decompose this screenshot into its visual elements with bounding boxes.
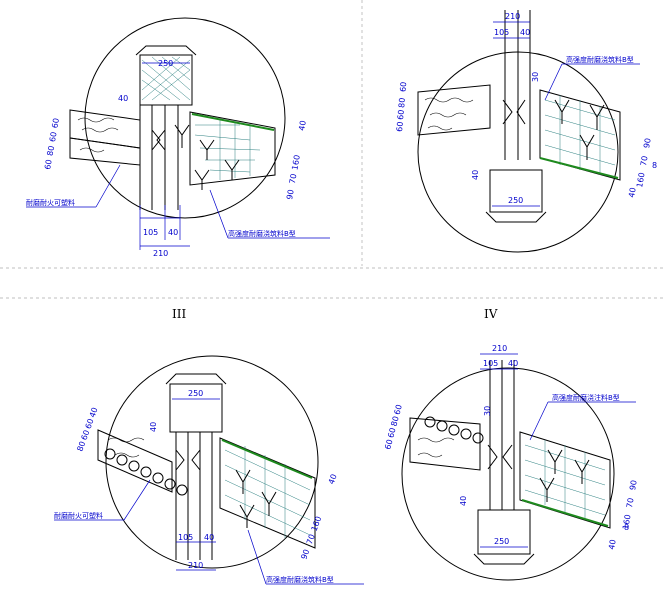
left-stack-3: 80 (389, 415, 400, 427)
panel-1: 250 40 105 40 210 60 80 (26, 17, 330, 258)
left-stack-4: 60 (399, 81, 409, 92)
chimney-duct (135, 45, 197, 106)
dim-210: 210 (153, 249, 168, 258)
label-castable-b: 高强度耐磨浇注料B型 (552, 393, 620, 402)
chimney-duct (165, 373, 227, 433)
left-stack-3: 60 (84, 417, 96, 430)
left-stack-1: 60 (395, 121, 405, 132)
dim-210: 210 (505, 12, 520, 21)
label-castable-b: 高强度耐磨浇筑料B型 (266, 575, 334, 584)
left-stack-1: 60 (43, 159, 54, 171)
dim-105: 105 (178, 533, 193, 542)
right-stack-1: 90 (299, 548, 311, 561)
ceramic-beads (104, 448, 188, 496)
chimney-width-dim: 250 (494, 537, 509, 546)
dim-8: 8 (652, 161, 657, 170)
detail-circle (84, 17, 286, 219)
right-stack-1: 160 (635, 172, 647, 189)
dim-40: 40 (168, 228, 178, 237)
left-stack-2: 60 (396, 109, 406, 120)
right-stack-3: 90 (628, 479, 639, 491)
label-castable-b: 高强度耐磨浇筑料B型 (566, 55, 634, 64)
panel-title-iv: IV (484, 307, 498, 321)
gap-dim: 40 (471, 170, 480, 180)
gap-dim: 40 (149, 422, 158, 432)
left-stack-2: 80 (46, 145, 57, 157)
dim-210: 210 (492, 344, 507, 353)
dim-40-right: 40 (607, 539, 618, 551)
gap-dim: 40 (118, 94, 128, 103)
panel-3: III 250 40 (54, 307, 364, 585)
right-stack-2: 70 (288, 173, 299, 185)
vert-dim-30: 30 (483, 406, 492, 416)
label-castable-b: 高强度耐磨浇筑料B型 (228, 229, 296, 238)
right-stack-1: 90 (285, 189, 296, 201)
panel-title-iii: III (172, 307, 186, 321)
vert-dim-30: 30 (531, 72, 540, 82)
dim-40: 40 (508, 359, 518, 368)
left-stack-3: 80 (397, 97, 407, 108)
right-stack-1: 160 (621, 514, 633, 531)
dim-40-right: 40 (627, 187, 638, 199)
label-plastic-refractory: 耐磨耐火可塑料 (26, 198, 75, 207)
detail-circle (105, 355, 319, 569)
dim-105: 105 (143, 228, 158, 237)
right-stack-2: 70 (305, 533, 317, 546)
dim-105: 105 (483, 359, 498, 368)
dim-105: 105 (494, 28, 509, 37)
left-stack-2: 60 (80, 429, 92, 442)
right-stack-4: 40 (297, 120, 308, 132)
chimney-width-dim: 250 (188, 389, 203, 398)
wall-lining (409, 417, 611, 529)
dim-40: 40 (204, 533, 214, 542)
dim-8: 8 (624, 523, 629, 532)
label-plastic-refractory: 耐磨耐火可塑料 (54, 511, 103, 520)
detail-circle (401, 367, 615, 581)
dim-40: 40 (520, 28, 530, 37)
gap-dim: 40 (459, 496, 468, 506)
left-stack-1: 60 (383, 438, 394, 450)
right-stack-3: 160 (290, 154, 302, 171)
chimney-width-dim: 250 (508, 196, 523, 205)
dim-210: 210 (188, 561, 203, 570)
left-stack-4: 60 (393, 404, 404, 416)
wall-lining (97, 429, 316, 549)
ceramic-beads (424, 416, 484, 444)
left-stack-2: 60 (386, 427, 397, 439)
right-stack-2: 70 (625, 497, 636, 509)
left-stack-4: 40 (88, 406, 100, 419)
right-stack-4: 40 (327, 473, 339, 486)
left-stack-4: 60 (50, 117, 61, 129)
chimney-width-dim: 250 (158, 59, 173, 68)
panel-4: IV 250 210 105 40 (383, 307, 639, 581)
panel-2: 250 210 105 40 30 40 60 60 80 60 (395, 10, 657, 253)
left-stack-1: 80 (75, 440, 87, 453)
chimney-duct (473, 509, 535, 565)
wall-lining (417, 84, 621, 181)
right-stack-3: 160 (310, 515, 324, 532)
right-stack-3: 90 (642, 137, 653, 149)
right-stack-2: 70 (639, 155, 650, 167)
chimney-duct (485, 169, 547, 223)
wall-lining (69, 109, 276, 186)
left-stack-3: 60 (48, 131, 59, 143)
